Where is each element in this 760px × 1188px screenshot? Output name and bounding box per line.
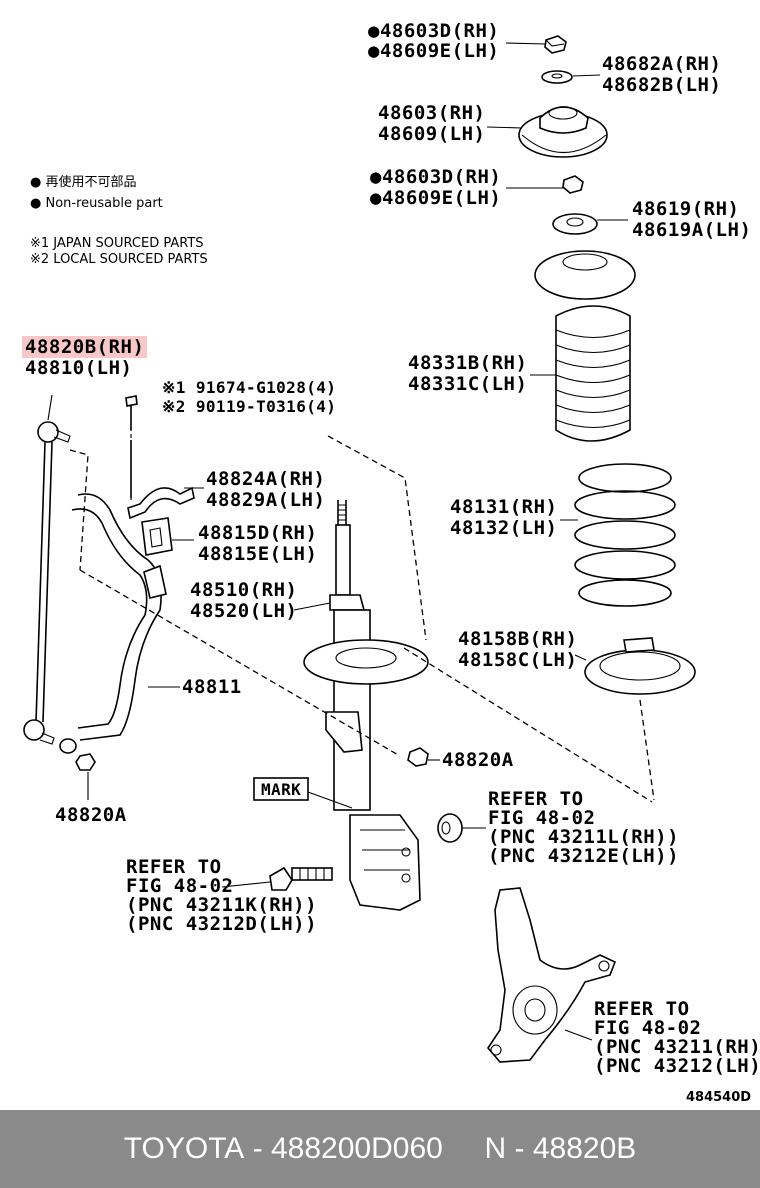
strut-mount-drawing (486, 106, 608, 158)
label-48510: 48510(RH) (190, 579, 298, 601)
label-48609E-top: ●48609E(LH) (368, 40, 500, 62)
parts-diagram (23, 35, 696, 1063)
legend-line-2: ● Non-reusable part (30, 196, 163, 211)
label-48682A: 48682A(RH) (602, 53, 722, 75)
bushing-drawing (141, 517, 194, 556)
label-48158B: 48158B(RH) (458, 628, 578, 650)
refer3-line-a: REFER TO (594, 998, 690, 1020)
label-48331B: 48331B(RH) (408, 352, 528, 374)
label-48829A: 48829A(LH) (206, 489, 326, 511)
legend-note-2: ※2 LOCAL SOURCED PARTS (30, 252, 208, 267)
coil-spring-drawing (560, 463, 676, 607)
refer3-line-b: FIG 48-02 (594, 1017, 702, 1039)
link-nut-right-drawing (407, 747, 440, 767)
shock-absorber-drawing (293, 500, 429, 911)
steering-knuckle-drawing (486, 887, 617, 1063)
label-48619A: 48619A(LH) (632, 219, 752, 241)
label-48131: 48131(RH) (450, 496, 558, 518)
refer1-line-a: REFER TO (488, 788, 584, 810)
dust-boot-drawing (530, 250, 636, 442)
footer-brand: TOYOTA (123, 1132, 245, 1165)
diagram-drawing (23, 35, 696, 1063)
label-mark: MARK (261, 780, 302, 799)
label-48132: 48132(LH) (450, 517, 558, 539)
upper-seat-drawing (552, 213, 628, 235)
label-48810: 48810(LH) (25, 357, 133, 379)
label-48603D-2: ●48603D(RH) (370, 166, 502, 188)
bolt-drawing (125, 395, 138, 500)
label-90119: ※2 90119-T0316(4) (162, 397, 337, 416)
top-nut-drawing (505, 35, 567, 54)
label-91674: ※1 91674-G1028(4) (162, 378, 337, 397)
washer-drawing (541, 70, 601, 84)
label-48820A-right: 48820A (442, 749, 514, 771)
refer1-line-b: FIG 48-02 (488, 807, 596, 829)
refer1-line-d: (PNC 43212E(LH)) (488, 845, 680, 867)
link-nut-left-drawing (75, 753, 96, 800)
refer3-line-c: (PNC 43211(RH)) (594, 1036, 760, 1058)
label-48603: 48603(RH) (378, 102, 486, 124)
label-48811: 48811 (182, 676, 242, 698)
label-48520: 48520(LH) (190, 600, 298, 622)
label-48603D-top: ●48603D(RH) (368, 20, 500, 42)
label-48824A: 48824A(RH) (206, 468, 326, 490)
nut-2-drawing (506, 175, 584, 194)
label-48619: 48619(RH) (632, 198, 740, 220)
assembly-guides (69, 435, 655, 803)
legend-note-1: ※1 JAPAN SOURCED PARTS (30, 236, 204, 251)
bracket-drawing (127, 486, 204, 520)
label-48815E: 48815E(LH) (198, 543, 318, 565)
refer2-line-c: (PNC 43211K(RH)) (126, 894, 318, 916)
label-48609: 48609(LH) (378, 123, 486, 145)
refer2-line-b: FIG 48-02 (126, 875, 234, 897)
refer1-line-c: (PNC 43211L(RH)) (488, 826, 680, 848)
footer-gap (443, 1132, 485, 1166)
stabilizer-link-drawing (23, 394, 71, 745)
label-48331C: 48331C(LH) (408, 373, 528, 395)
label-48820B-highlighted: 48820B(RH) (22, 336, 148, 358)
label-48820A-left: 48820A (55, 804, 127, 826)
label-48682B: 48682B(LH) (602, 74, 722, 96)
footer-sep-1: - (244, 1132, 271, 1165)
lower-seat-drawing (574, 637, 696, 695)
refer2-line-d: (PNC 43212D(LH)) (126, 913, 318, 935)
label-48158C: 48158C(LH) (458, 649, 578, 671)
figure-code: 484540D (686, 1090, 752, 1105)
stabilizer-bar-drawing (59, 493, 180, 754)
refer3-line-d: (PNC 43212(LH)) (594, 1055, 760, 1077)
legend-line-1: ● 再使用不可部品 (30, 175, 137, 190)
part-info-footer: TOYOTA - 488200D060 N - 48820B (0, 1110, 760, 1188)
footer-pnc: N - 48820B (484, 1132, 637, 1165)
label-48815D: 48815D(RH) (198, 522, 318, 544)
footer-part-number: 488200D060 (270, 1132, 443, 1165)
label-48609E-2: ●48609E(LH) (370, 187, 502, 209)
bushing-refer-drawing (437, 813, 486, 843)
mark-leader (253, 777, 353, 809)
refer2-line-a: REFER TO (126, 856, 222, 878)
lower-bolt-drawing (221, 866, 333, 891)
